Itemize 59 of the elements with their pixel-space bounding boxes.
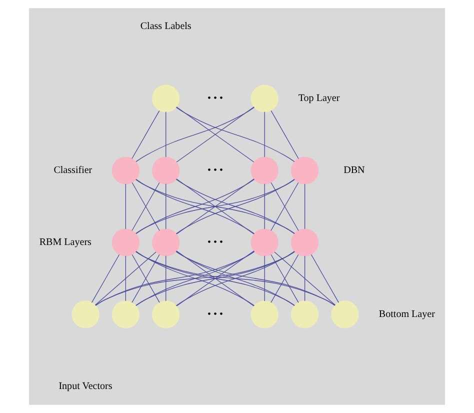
label: Classifier xyxy=(54,165,92,176)
connector xyxy=(176,106,254,162)
connector xyxy=(94,252,156,306)
label: RBM Layers xyxy=(39,237,92,248)
connector xyxy=(132,254,160,303)
node-circle xyxy=(250,156,278,184)
connector xyxy=(125,256,126,302)
label: • • • xyxy=(207,165,224,176)
connector xyxy=(264,256,265,302)
connector xyxy=(176,250,295,306)
label: Top Layer xyxy=(298,93,340,104)
node-circle xyxy=(250,228,278,256)
connector xyxy=(176,251,336,306)
connector xyxy=(176,178,295,234)
connector xyxy=(91,254,120,303)
connector xyxy=(125,184,126,230)
connector xyxy=(176,250,254,306)
node-circle xyxy=(290,228,319,256)
node-circle xyxy=(290,300,319,328)
connector xyxy=(136,107,255,162)
node-circle xyxy=(250,84,278,112)
node-circle xyxy=(290,156,319,184)
connector xyxy=(264,112,265,158)
node-circle xyxy=(331,300,359,328)
node-circle xyxy=(112,300,140,328)
node-circle xyxy=(152,300,180,328)
connector xyxy=(270,182,299,231)
connector xyxy=(304,256,306,302)
connector xyxy=(304,184,306,230)
node-circle xyxy=(152,156,180,184)
connector xyxy=(136,251,336,306)
label: • • • xyxy=(207,93,224,104)
connector xyxy=(136,179,295,234)
connector xyxy=(132,110,160,159)
node-circle xyxy=(152,228,180,256)
label: Bottom Layer xyxy=(378,309,435,320)
connector xyxy=(270,110,299,159)
connector xyxy=(136,178,255,234)
connector xyxy=(132,182,160,231)
node-circle xyxy=(72,300,100,328)
connector xyxy=(176,178,254,234)
node-circle xyxy=(112,156,140,184)
node-circle xyxy=(152,84,180,112)
connector xyxy=(95,251,255,306)
connector xyxy=(136,251,295,306)
connector xyxy=(95,251,295,306)
connector xyxy=(264,184,265,230)
connector xyxy=(270,254,299,303)
label: • • • xyxy=(207,237,224,248)
label: Input Vectors xyxy=(58,381,112,392)
connector xyxy=(176,107,295,162)
connector xyxy=(274,252,336,306)
node-circle xyxy=(112,228,140,256)
label: DBN xyxy=(344,165,365,176)
label: Class Labels xyxy=(140,21,192,32)
label: • • • xyxy=(207,309,224,320)
node-circle xyxy=(250,300,278,328)
connector xyxy=(310,254,339,303)
connector xyxy=(136,250,255,306)
